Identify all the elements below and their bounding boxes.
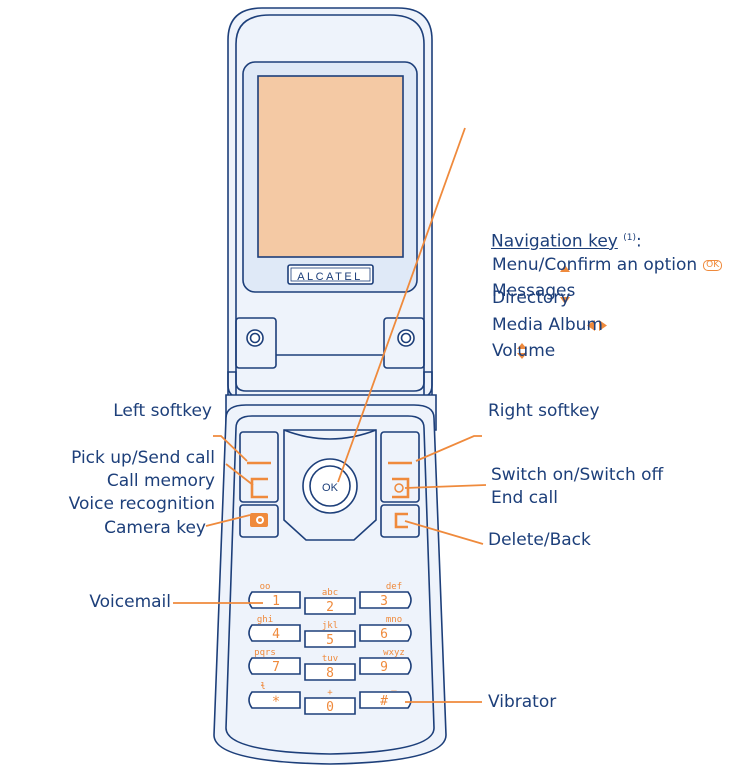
- leader-lines: [173, 127, 487, 703]
- svg-text:8: 8: [326, 666, 334, 681]
- leader-left-softkey: [213, 435, 248, 462]
- svg-text:*: *: [272, 694, 280, 710]
- svg-text:mno: mno: [386, 615, 402, 625]
- svg-text:0: 0: [326, 700, 334, 715]
- svg-text:wxyz: wxyz: [383, 648, 405, 658]
- right-softkey-label: Right softkey: [488, 401, 600, 421]
- ok-key-label: OK: [322, 482, 339, 494]
- switch-on-off-label: Switch on/Switch off: [491, 465, 664, 485]
- navigation-footnote: (1): [623, 233, 637, 243]
- brand-logo: ALCATEL: [297, 271, 363, 283]
- left-softkey-label: Left softkey: [113, 401, 212, 421]
- key-0: [304, 697, 356, 715]
- leader-navigation: [337, 127, 466, 483]
- leader-camera: [205, 514, 251, 527]
- keypad-labels: 1 2 3 4 5 6 7 8 9 * 0 # oo abc def ghi j…: [254, 582, 405, 715]
- up-arrow-icon: [560, 265, 570, 272]
- leader-send-call: [225, 463, 254, 486]
- svg-text:ɬ: ɬ: [260, 682, 265, 692]
- svg-text:6: 6: [380, 627, 388, 642]
- svg-text:7: 7: [272, 660, 280, 675]
- svg-text:+: +: [327, 688, 333, 698]
- delete-back-label: Delete/Back: [488, 530, 591, 550]
- key-9: [359, 657, 412, 675]
- svg-text:1: 1: [272, 594, 280, 609]
- svg-text:9: 9: [380, 660, 388, 675]
- keypad: [248, 591, 412, 715]
- power-icon: [394, 483, 404, 493]
- down-arrow-icon: [560, 297, 570, 304]
- key-5: [304, 630, 356, 648]
- key-7: [248, 657, 301, 675]
- volume-label: Volume: [492, 341, 556, 361]
- left-arrow-icon: [587, 320, 595, 331]
- directory-label: Directory: [492, 288, 571, 308]
- key-2: [304, 597, 356, 615]
- navigation-key-title: Navigation key (1):: [491, 228, 642, 252]
- svg-text:#: #: [380, 694, 388, 709]
- pick-up-label: Pick up/Send call: [71, 448, 215, 468]
- key-star: [248, 691, 301, 709]
- svg-text:pqrs: pqrs: [254, 648, 276, 658]
- key-3: [359, 591, 412, 609]
- leader-right-softkey: [415, 435, 482, 462]
- svg-text:oo: oo: [260, 582, 271, 592]
- voice-recognition-label: Voice recognition: [68, 494, 215, 514]
- vibrator-label: Vibrator: [488, 692, 557, 712]
- svg-text:tuv: tuv: [322, 654, 338, 664]
- call-memory-label: Call memory: [106, 471, 215, 491]
- svg-text:_: _: [391, 682, 397, 692]
- key-hash: [359, 691, 412, 709]
- send-call-icon: [250, 477, 268, 499]
- ok-icon: OK: [703, 259, 723, 271]
- voicemail-label: Voicemail: [89, 592, 171, 612]
- key-4: [248, 624, 301, 642]
- menu-confirm-text: Menu/Confirm an option: [492, 255, 698, 275]
- leader-delete: [404, 520, 484, 545]
- navigation-colon: :: [636, 231, 642, 252]
- media-album-label: Media Album: [492, 315, 603, 335]
- volume-up-icon: [517, 343, 527, 349]
- arrow-icons: [517, 265, 607, 359]
- svg-text:def: def: [386, 582, 402, 592]
- phone-top-flip: [227, 7, 433, 399]
- key-8: [304, 663, 356, 681]
- menu-confirm-label: Menu/Confirm an option OK: [492, 255, 723, 275]
- svg-text:abc: abc: [322, 588, 338, 598]
- leader-switch-on: [404, 484, 487, 489]
- key-6: [359, 624, 412, 642]
- right-arrow-icon: [599, 320, 607, 331]
- clear-icon: [394, 512, 408, 529]
- camera-icon: [250, 513, 268, 527]
- end-call-label: End call: [491, 488, 558, 508]
- volume-down-icon: [517, 353, 527, 359]
- camera-key-label: Camera key: [104, 518, 206, 538]
- svg-text:4: 4: [272, 627, 280, 642]
- messages-label: Messages: [492, 281, 576, 301]
- svg-text:5: 5: [326, 633, 334, 648]
- svg-text:jkl: jkl: [322, 621, 338, 631]
- navigation-title-text: Navigation key: [491, 231, 618, 252]
- svg-text:ghi: ghi: [257, 615, 273, 625]
- svg-text:3: 3: [380, 594, 388, 609]
- svg-text:2: 2: [326, 600, 334, 615]
